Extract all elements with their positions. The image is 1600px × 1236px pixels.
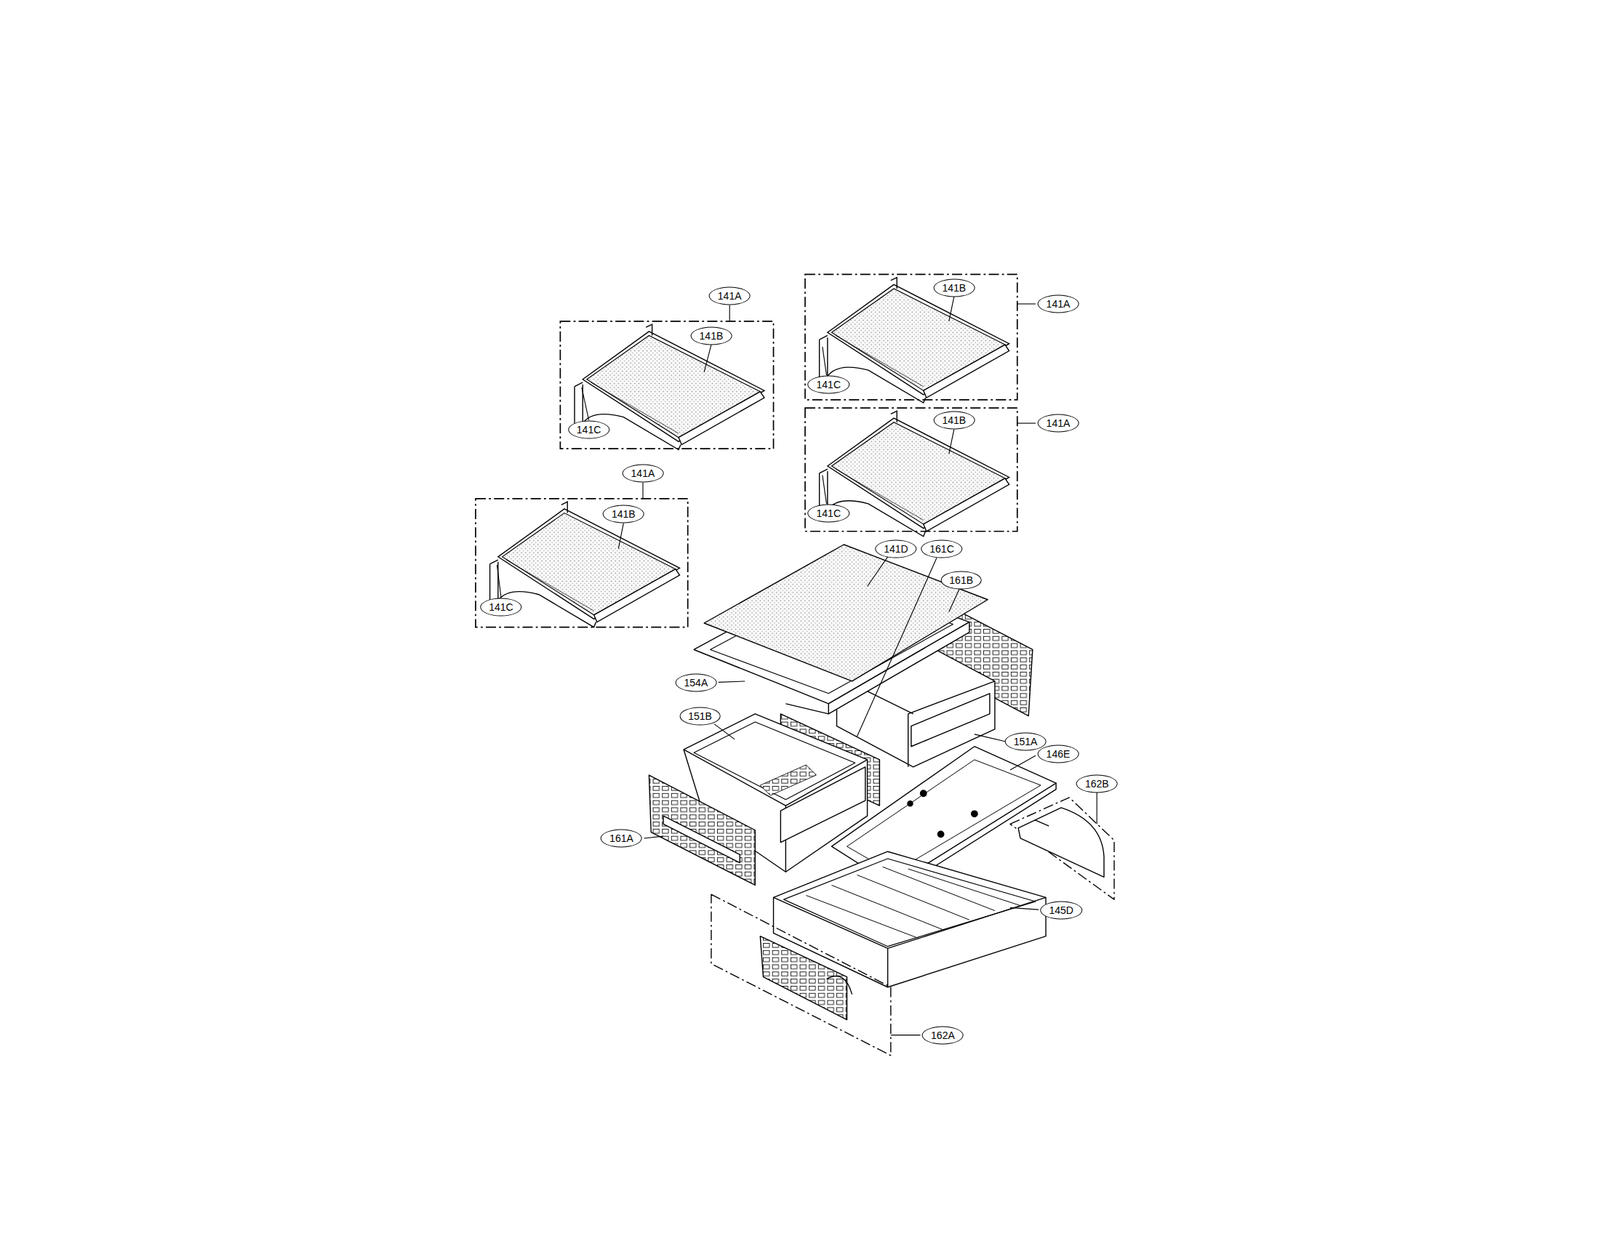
- leader-line: [618, 523, 624, 550]
- callout-number: 151A: [1005, 733, 1047, 752]
- callout-number: 162A: [922, 1026, 964, 1046]
- callout-number: 161B: [940, 571, 982, 590]
- callout-number: 141B: [933, 411, 976, 430]
- callout-number: 141C: [568, 420, 610, 439]
- leader-line: [822, 346, 827, 376]
- leader-line: [1017, 303, 1036, 304]
- callout-number: 141B: [933, 278, 976, 297]
- callout-number: 161C: [920, 539, 963, 558]
- leader-line: [704, 344, 712, 373]
- leader-line: [890, 1034, 921, 1036]
- leader-line: [822, 475, 827, 504]
- leader-line: [1010, 755, 1036, 771]
- callout-number: 141A: [1037, 414, 1080, 433]
- leader-line: [729, 304, 731, 321]
- leader-line: [1017, 423, 1036, 424]
- front-grille: [760, 936, 847, 1021]
- leader-line: [974, 734, 1006, 742]
- leader-line: [714, 724, 735, 740]
- callout-number: 154A: [675, 673, 718, 692]
- leader-lines: [496, 296, 1097, 1036]
- callout-number: 161A: [600, 829, 643, 848]
- callout-number: 141A: [622, 464, 664, 483]
- part-group-outline: [1010, 797, 1115, 900]
- callout-number: 141C: [808, 504, 850, 523]
- leader-line: [643, 836, 664, 839]
- leader-line: [949, 296, 955, 322]
- leader-line: [867, 557, 888, 587]
- leader-line: [1096, 792, 1098, 824]
- callout-number: 141C: [480, 597, 522, 616]
- shelf-group: [805, 408, 1018, 537]
- end-cap: [1018, 808, 1104, 878]
- leader-line: [581, 387, 590, 421]
- shelf-group: [560, 321, 774, 451]
- callout-number: 151B: [679, 706, 721, 726]
- callout-number: 141B: [602, 505, 645, 524]
- leader-line: [496, 565, 502, 598]
- callout-number: 162B: [1076, 774, 1118, 793]
- callout-number: 145D: [1040, 901, 1082, 920]
- leader-line: [949, 429, 955, 455]
- callout-number: 141D: [874, 539, 917, 558]
- leader-line: [1010, 907, 1039, 910]
- shelf-group: [475, 498, 688, 628]
- callout-number: 141A: [1037, 295, 1080, 314]
- callout-number: 141C: [808, 375, 850, 394]
- callout-number: 141B: [690, 326, 733, 345]
- part-group-outline: [711, 894, 891, 1056]
- leader-line: [949, 589, 960, 613]
- callout-number: 141A: [709, 286, 751, 305]
- leader-line: [718, 681, 745, 683]
- shelf-group: [805, 274, 1018, 403]
- glass-cover: [704, 544, 988, 682]
- leader-line: [642, 482, 643, 499]
- leader-line: [857, 557, 937, 736]
- crisper-assembly: [648, 544, 1115, 1056]
- callout-number: 146E: [1037, 744, 1080, 763]
- divider-panel: [648, 775, 755, 886]
